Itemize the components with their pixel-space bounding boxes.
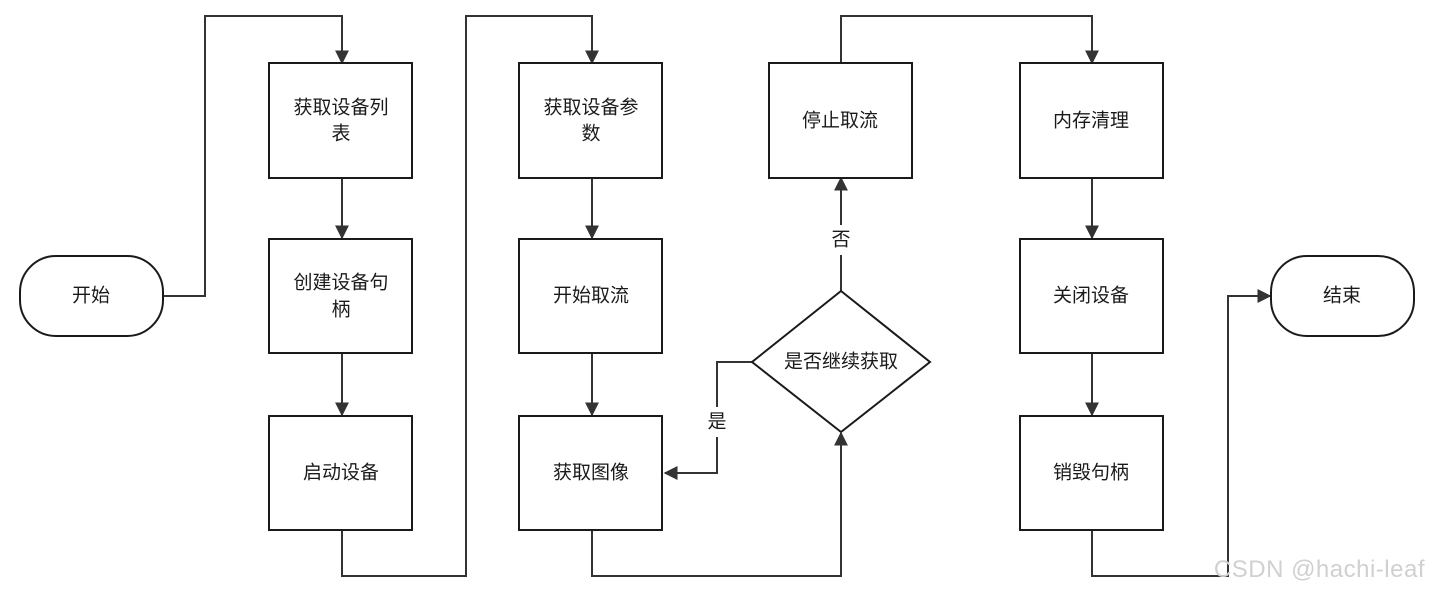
close-device-label: 关闭设备 [1053,285,1129,307]
create-handle-label-line-2: 柄 [331,299,350,321]
watermark: CSDN @hachi-leaf [1213,556,1425,583]
grab-image-box [518,415,663,531]
memory-cleanup-box [1019,62,1164,179]
edge-grab-image-to-continue-grab [591,431,848,577]
destroy-handle-box [1019,415,1164,531]
edge-start-device-to-get-device-params [341,15,599,577]
memory-cleanup-label: 内存清理 [1053,110,1129,132]
start-grab-box [518,238,663,354]
create-handle-box [268,238,413,354]
start-device-label: 启动设备 [303,462,379,484]
edges [163,15,1272,577]
get-device-list-box [268,62,413,179]
continue-grab-label: 是否继续获取 [784,351,898,373]
end-label: 结束 [1323,285,1361,307]
edge-label-yes-bg [702,407,732,437]
edge-start-to-get-device-list [163,15,349,297]
get-device-params-label-line-1: 获取设备参 [543,97,638,119]
destroy-handle-label: 销毁句柄 [1053,462,1129,484]
grab-image-label: 获取图像 [553,462,629,484]
create-handle-label-line-1: 创建设备句 [293,272,388,294]
close-device-box [1019,238,1164,354]
edge-label-yes: 是 [707,411,726,433]
get-device-params-box [518,62,663,179]
edge-label-no-bg [826,225,856,255]
get-device-list-label-line-2: 表 [331,123,350,145]
stop-grab-box [768,62,913,179]
get-device-list-label-line-1: 获取设备列 [293,97,388,119]
get-device-params-label-line-2: 数 [581,123,600,145]
start-device-box [268,415,413,531]
edge-label-no: 否 [831,229,850,251]
end-terminal [1270,255,1415,337]
edge-stop-grab-to-memory-cleanup [840,15,1099,65]
edge-destroy-handle-to-end [1091,289,1272,577]
start-label: 开始 [72,285,110,307]
stop-grab-label: 停止取流 [802,110,878,132]
start-grab-label: 开始取流 [553,285,629,307]
continue-grab-decision [750,289,932,434]
start-terminal [19,255,164,337]
